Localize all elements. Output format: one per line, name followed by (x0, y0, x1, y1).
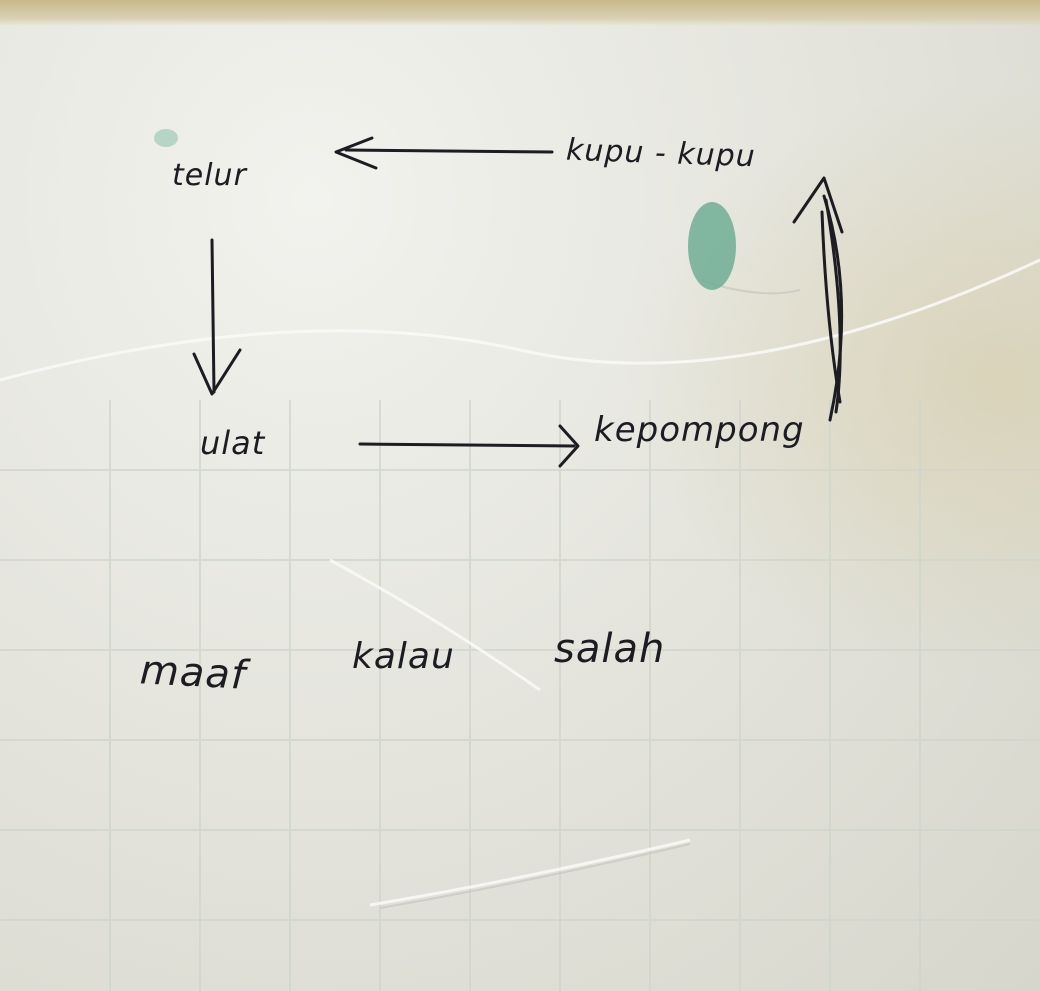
node-ulat-label: ulat (200, 424, 266, 462)
desk-edge (0, 0, 1040, 26)
note-word-salah: salah (554, 626, 666, 672)
node-kepompong-label: kepompong (594, 410, 805, 450)
arrow-kupu-to-telur (334, 136, 554, 170)
note-word-kalau: kalau (352, 636, 455, 677)
node-kupu-kupu-label: kupu - kupu (565, 132, 757, 175)
green-ink-dot (154, 129, 178, 147)
arrow-kepompong-to-kupu (792, 176, 844, 422)
arrow-telur-to-ulat (192, 238, 242, 396)
arrow-ulat-to-kepompong (358, 424, 580, 468)
green-ink-blot (688, 202, 736, 290)
node-telur-label: telur (172, 158, 247, 193)
note-word-maaf: maaf (138, 647, 248, 699)
